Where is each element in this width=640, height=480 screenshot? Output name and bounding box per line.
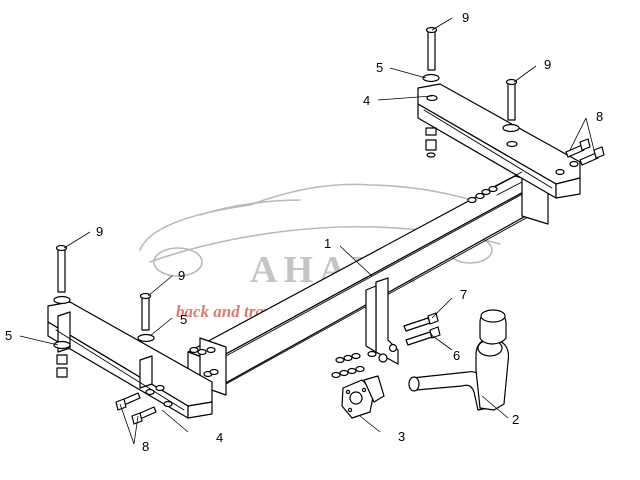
neck-bolts <box>331 350 377 379</box>
callout-bracket-right: 4 <box>363 93 370 108</box>
callout-bracket-left: 4 <box>216 430 223 445</box>
bolts-left <box>115 384 173 425</box>
crossbar-left-bolts <box>189 346 219 378</box>
callout-towball: 2 <box>512 412 519 427</box>
towball <box>408 309 510 411</box>
callout-stud-left-a: 9 <box>96 224 103 239</box>
leader-lines <box>19 17 595 445</box>
stud-right-b <box>502 78 520 133</box>
stud-left-a <box>53 244 71 378</box>
callout-labels: 1 2 3 4 4 5 5 5 6 7 8 8 9 9 9 9 <box>5 10 603 454</box>
stud-right-a <box>422 26 440 158</box>
bracket-right <box>417 83 581 199</box>
neck-bracket <box>365 277 399 365</box>
callout-bolts-neck: 6 <box>453 348 460 363</box>
callout-bolts-right: 8 <box>596 109 603 124</box>
washer-right <box>422 73 440 83</box>
callout-stud-right-a: 9 <box>462 10 469 25</box>
callout-washer-left-inner: 5 <box>180 312 187 327</box>
callout-socket-plate: 3 <box>398 429 405 444</box>
callout-bolts-left: 8 <box>142 439 149 454</box>
callout-washer-right: 5 <box>376 60 383 75</box>
callout-stud-left-b: 9 <box>178 268 185 283</box>
callout-washer-left-outer: 5 <box>5 328 12 343</box>
socket-plate <box>341 375 385 419</box>
callout-stud-right-b: 9 <box>544 57 551 72</box>
stud-left-b <box>137 292 155 343</box>
callout-nut-neck: 7 <box>460 287 467 302</box>
neck-fasteners <box>403 312 441 346</box>
bolts-right <box>555 138 605 176</box>
callout-crossbar: 1 <box>324 236 331 251</box>
crossbar-right-bolts <box>467 171 523 204</box>
